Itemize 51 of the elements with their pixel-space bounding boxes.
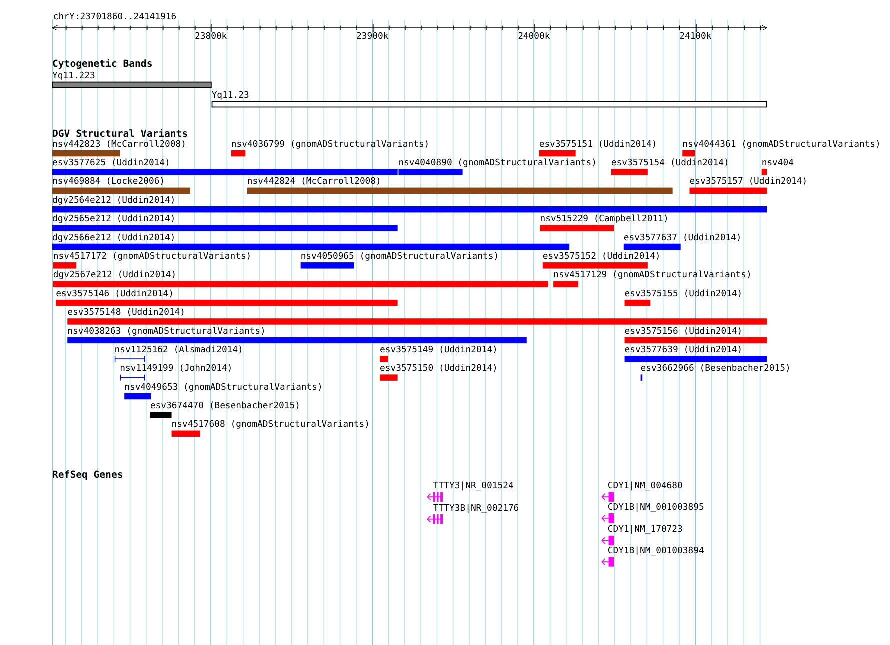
tick-label: 23800k [195,32,228,43]
variant-label: nsv4038263 (gnomADStructuralVariants) [68,326,266,338]
variant-label: nsv1149199 (John2014) [120,364,233,375]
variant-label: nsv4036799 (gnomADStructuralVariants) [231,140,430,150]
variant-label: nsv4044361 (gnomADStructuralVariants) [682,140,881,150]
tick-label: 24000k [518,32,550,43]
variant-label: nsv4049653 (gnomADStructuralVariants) [124,382,323,394]
variant-label: nsv4040890 (gnomADStructuralVariants) [398,158,597,170]
variant-label: esv3575146 (Uddin2014) [56,289,174,300]
gene-label: CDY1B|NM_001003894 [608,546,704,558]
variant-label: esv3575149 (Uddin2014) [380,345,498,356]
variant-label: nsv1125162 (Alsmadi2014) [114,345,244,356]
variant-label: esv3575154 (Uddin2014) [611,158,730,170]
gene-label: TTTY3B|NR_002176 [433,504,520,514]
variant-label: esv3575152 (Uddin2014) [542,252,661,263]
variant-label: esv3577625 (Uddin2014) [52,158,170,170]
variant-label: nsv442824 (McCarroll2008) [247,177,382,188]
variant-label: dgv2564e212 (Uddin2014) [52,196,176,206]
tick-label: 24100k [680,32,712,43]
variant-label: esv3575156 (Uddin2014) [624,326,743,338]
variant-label: nsv404 [762,158,794,170]
variant-label: nsv4517172 (gnomADStructuralVariants) [53,252,252,263]
tick-label: 23900k [356,32,389,43]
variant-label: esv3575155 (Uddin2014) [624,289,743,300]
gene-label: TTTY3|NR_001524 [433,482,514,492]
track-heading: DGV Structural Variants [52,129,188,140]
variant-label: nsv4517608 (gnomADStructuralVariants) [172,420,370,431]
ruler-position-label: chrY:23701860..24141916 [53,12,177,24]
variant-label: dgv2565e212 (Uddin2014) [52,214,176,226]
variant-label: esv3575150 (Uddin2014) [380,364,498,375]
gene-label: CDY1|NM_170723 [608,525,683,536]
variant-label: esv3575157 (Uddin2014) [690,177,808,188]
track-heading: RefSeq Genes [52,470,124,481]
variant-label: esv3577637 (Uddin2014) [624,233,742,244]
track-heading: Cytogenetic Bands [52,58,153,70]
variant-label: nsv4050965 (gnomADStructuralVariants) [300,252,500,263]
variant-label: esv3674470 (Besenbacher2015) [150,401,300,412]
variant-label: nsv442823 (McCarroll2008) [52,140,186,150]
variant-label: nsv469884 (Locke2006) [52,177,166,188]
variant-label: nsv4517129 (gnomADStructuralVariants) [554,270,752,282]
variant-label: nsv515229 (Campbell2011) [540,214,669,226]
variant-label: esv3662966 (Besenbacher2015) [640,364,791,375]
gene-label: CDY1B|NM_001003895 [608,502,704,514]
band-label: Yq11.223 [52,71,96,82]
band-label: Yq11.23 [212,90,250,102]
variant-label: esv3575148 (Uddin2014) [68,308,186,319]
variant-label: esv3577639 (Uddin2014) [624,345,743,356]
variant-label: dgv2566e212 (Uddin2014) [52,233,176,244]
variant-label: dgv2567e212 (Uddin2014) [53,270,177,282]
variant-label: esv3575151 (Uddin2014) [539,140,658,150]
gene-label: CDY1|NM_004680 [608,482,683,492]
